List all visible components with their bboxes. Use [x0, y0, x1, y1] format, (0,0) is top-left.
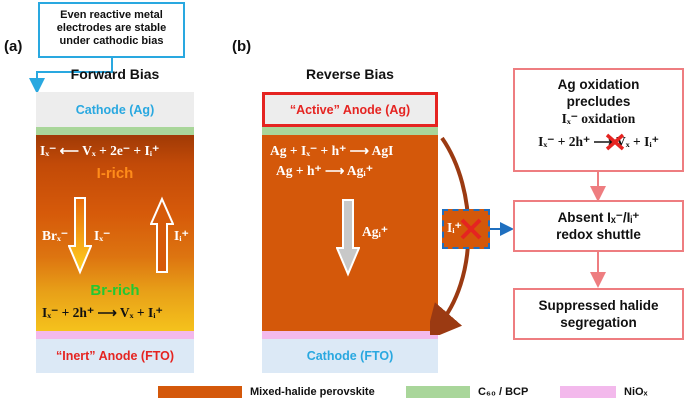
box1-line-3: Iₓ⁻ oxidation [561, 111, 636, 126]
note-line-2: electrodes are stable [56, 22, 167, 34]
niox-layer-b [262, 331, 438, 339]
bromide-anion-label: Brₓ⁻ [42, 228, 68, 243]
anode-reaction-equation: Iₓ⁻ + 2h⁺ ⟶ Vₓ + Iᵢ⁺ [42, 305, 163, 320]
note-connector-arrow [29, 58, 113, 94]
blocked-x-icon [460, 218, 482, 240]
suppressed-segregation-box: Suppressed halide segregation [513, 288, 684, 340]
note-line-1: Even reactive metal [60, 9, 163, 21]
legend-label-c60-bcp: C₆₀ / BCP [478, 386, 529, 398]
interstitial-up-arrow [150, 196, 174, 273]
box2-line-1: Absent Iₓ⁻/Iᵢ⁺ [557, 210, 640, 225]
box1-line-1: Ag oxidation [557, 77, 640, 92]
iodide-anion-label: Iₓ⁻ [94, 228, 111, 243]
legend-label-perovskite: Mixed-halide perovskite [250, 386, 375, 398]
box3-line-1: Suppressed halide [538, 298, 659, 313]
interstitial-cation-label-a: Iᵢ⁺ [174, 228, 189, 243]
i-rich-label: I-rich [96, 165, 134, 182]
reverse-bias-title: Reverse Bias [306, 66, 394, 82]
legend-swatch-perovskite [158, 386, 242, 398]
blocked-interstitial-label: Iᵢ⁺ [447, 220, 462, 235]
niox-layer-a [36, 331, 194, 339]
br-rich-label: Br-rich [90, 282, 140, 299]
crossed-reaction-icon [605, 133, 625, 151]
c60-bcp-layer-b [262, 127, 438, 135]
active-anode-ag-electrode: “Active” Anode (Ag) [262, 92, 438, 127]
cathode-ag-electrode: Cathode (Ag) [36, 92, 194, 127]
ag-oxidation-equation: Ag + h⁺ ⟶ Agᵢ⁺ [276, 163, 373, 178]
blocked-shuttle-box [442, 209, 490, 249]
panel-b-label: (b) [232, 38, 252, 55]
blocked-to-shuttle-arrow [490, 222, 514, 236]
legend-label-niox: NiOₓ [624, 386, 648, 398]
box2-line-2: redox shuttle [556, 227, 641, 242]
agi-formation-equation: Ag + Iₓ⁻ + h⁺ ⟶ AgI [270, 143, 394, 158]
legend-swatch-c60-bcp [406, 386, 470, 398]
cathode-fto-electrode: Cathode (FTO) [262, 339, 438, 373]
silver-interstitial-down-arrow [336, 199, 360, 277]
halide-down-arrow [68, 197, 92, 275]
silver-interstitial-label: Agᵢ⁺ [362, 224, 389, 239]
box1-equation: Iₓ⁻ + 2h⁺ ⟶ Vₓ + Iᵢ⁺ [538, 134, 659, 149]
forward-bias-title: Forward Bias [70, 66, 160, 82]
stability-note-box: Even reactive metal electrodes are stabl… [38, 2, 185, 58]
note-line-3: under cathodic bias [59, 35, 164, 47]
legend-swatch-niox [560, 386, 616, 398]
inert-anode-fto-electrode: “Inert” Anode (FTO) [36, 339, 194, 373]
box1-line-2: precludes [566, 94, 631, 109]
cathode-reaction-equation: Iₓ⁻ ⟵ Vₓ + 2e⁻ + Iᵢ⁺ [40, 143, 160, 158]
c60-bcp-layer-a [36, 127, 194, 135]
panel-a-label: (a) [4, 38, 23, 55]
ag-oxidation-box: Ag oxidation precludes Iₓ⁻ oxidation Iₓ⁻… [513, 68, 684, 172]
absent-redox-shuttle-box: Absent Iₓ⁻/Iᵢ⁺ redox shuttle [513, 200, 684, 252]
box3-line-2: segregation [560, 315, 637, 330]
